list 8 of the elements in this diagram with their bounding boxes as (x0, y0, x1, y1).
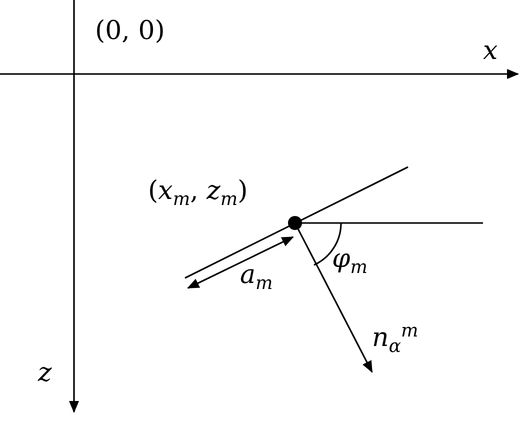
point-marker (288, 216, 302, 230)
math-label: a$_{m}$ (240, 262, 273, 294)
normal-vector-arrow (298, 228, 373, 373)
math-label: x (483, 38, 498, 64)
math-label: z (38, 360, 52, 386)
point-coordinates: (x$_{m}$, z$_{m}$) (148, 178, 248, 210)
math-label: φ$_{m}$ (332, 246, 368, 278)
math-label: (0, 0) (95, 18, 165, 44)
